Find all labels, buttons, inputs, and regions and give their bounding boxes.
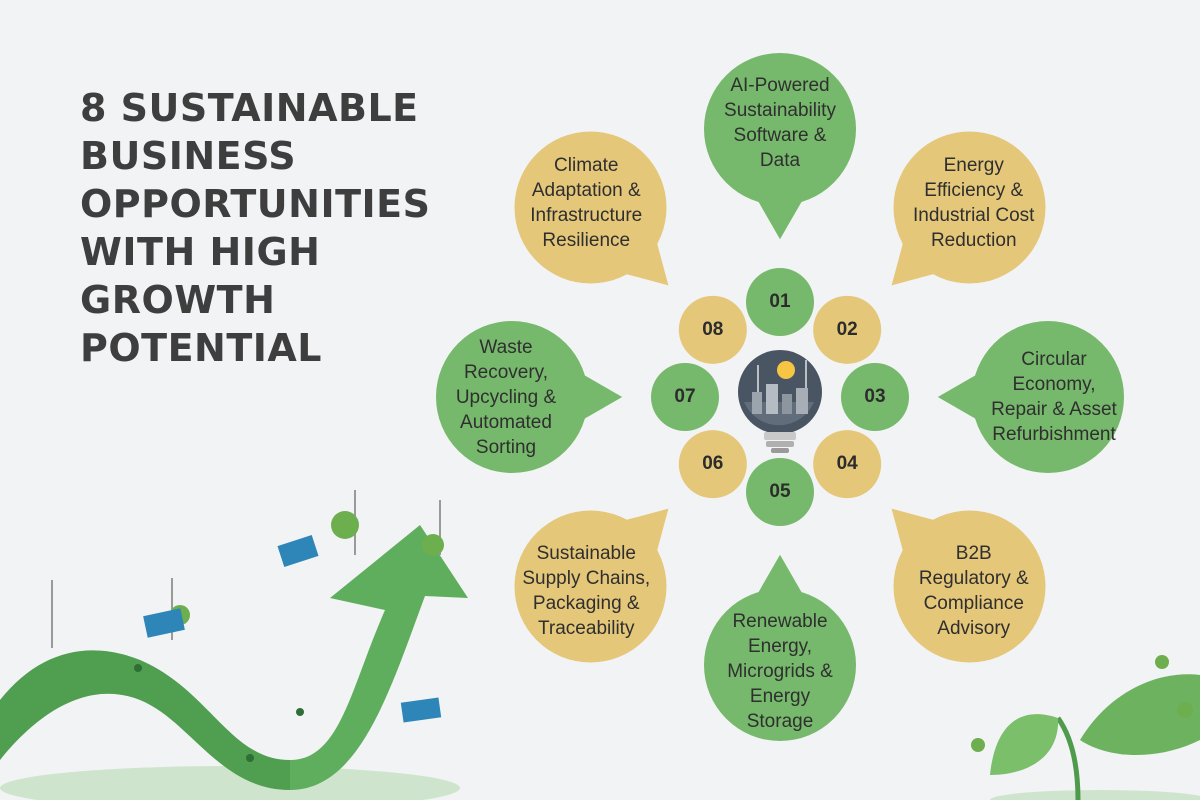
petal-text-line: Storage	[746, 710, 814, 732]
petal-tip-02	[891, 179, 998, 286]
petal-text-line: Circular	[1021, 349, 1087, 370]
petal-text-line: Resilience	[542, 230, 631, 252]
petal-number: 03	[864, 386, 886, 407]
petal-text-line: Data	[759, 150, 801, 171]
petal-text-line: Waste	[479, 336, 533, 358]
petal-text-line: Upcycling &	[455, 386, 557, 408]
petal-text-line: Industrial Cost	[913, 205, 1035, 227]
petal-text-line: Renewable	[732, 610, 828, 632]
petal-number: 07	[674, 386, 696, 407]
page-title-line: POTENTIAL	[80, 326, 323, 370]
page-title-line: OPPORTUNITIES	[80, 182, 431, 226]
number-badge-08	[678, 295, 747, 364]
petal-text-line: Software &	[733, 125, 827, 146]
petal-text-line: Infrastructure	[530, 205, 643, 227]
petal-text-line: Energy	[749, 685, 811, 707]
petal-tip-05	[725, 554, 835, 650]
petal-text-line: Microgrids &	[727, 660, 833, 682]
petal-tip-06	[562, 508, 669, 615]
petal-text-line: Adaptation &	[531, 180, 641, 202]
petal-text-line: Regulatory &	[918, 567, 1029, 589]
petal-text-line: Packaging &	[532, 592, 640, 614]
number-badge-06	[678, 430, 747, 499]
petal-text-line: Climate	[554, 155, 619, 177]
petal-number: 08	[702, 318, 724, 340]
petal-text-line: Economy,	[1012, 374, 1096, 395]
petal-number: 02	[836, 318, 858, 340]
petal-text-line: Energy,	[747, 635, 813, 657]
petal-tip-07	[527, 342, 623, 452]
petal-text-line: Efficiency &	[924, 180, 1024, 202]
petal-text-line: Sorting	[475, 436, 537, 458]
petal-group	[436, 53, 1124, 741]
petal-text-line: Traceability	[538, 617, 635, 639]
petal-text-line: Compliance	[923, 592, 1024, 614]
petal-text-line: Reduction	[930, 230, 1017, 252]
petal-tip-03	[937, 342, 1033, 452]
petal-text-line: Repair & Asset	[991, 399, 1117, 420]
number-badge-07	[651, 363, 719, 431]
petal-text-line: Recovery,	[463, 361, 549, 383]
petal-text-line: Energy	[943, 155, 1004, 177]
petal-text-line: Sustainable	[536, 542, 636, 564]
growth-arrow-illustration	[0, 490, 468, 800]
number-badge-01	[746, 268, 814, 336]
lightbulb-city-icon	[738, 350, 822, 453]
petal-text-line: Refurbishment	[992, 424, 1116, 445]
petal-number: 04	[836, 453, 858, 475]
number-badge-04	[813, 430, 882, 499]
petal-tip-08	[562, 179, 669, 286]
petal-tip-01	[725, 144, 835, 240]
petal-number: 06	[702, 453, 724, 475]
number-badge-02	[813, 295, 882, 364]
petal-text-line: B2B	[955, 542, 992, 564]
petal-number: 01	[769, 291, 791, 312]
sprout-illustration	[971, 655, 1200, 800]
number-badge-03	[841, 363, 909, 431]
number-badge-05	[746, 458, 814, 526]
petal-tip-04	[891, 508, 998, 615]
page-title-line: GROWTH	[80, 278, 276, 322]
page-title-line: WITH HIGH	[80, 230, 321, 274]
petal-text-line: Automated	[460, 411, 552, 433]
page-title-line: BUSINESS	[80, 134, 297, 178]
petal-text-line: AI-Powered	[730, 75, 830, 96]
petal-text-line: Sustainability	[724, 100, 836, 121]
page-title-line: 8 SUSTAINABLE	[80, 86, 419, 130]
petal-number: 05	[769, 481, 791, 502]
petal-text-line: Advisory	[937, 617, 1011, 639]
petal-text-line: Supply Chains,	[522, 567, 651, 589]
